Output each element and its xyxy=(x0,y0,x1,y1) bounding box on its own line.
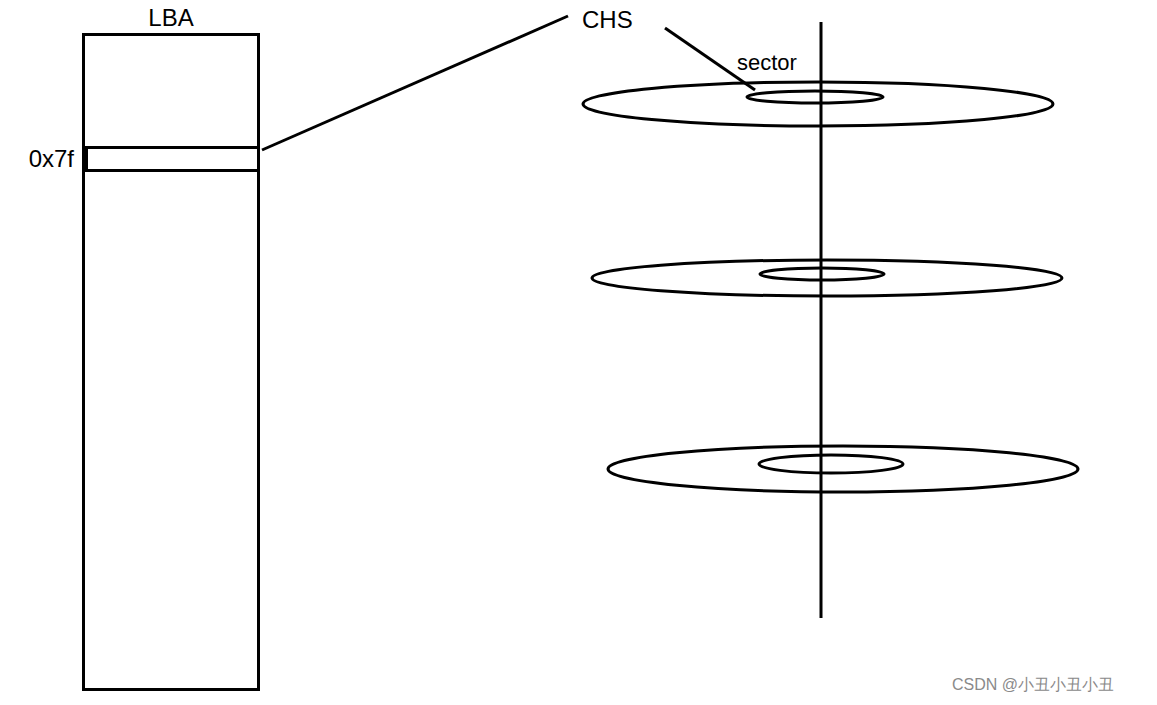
platter xyxy=(592,260,1062,296)
platter xyxy=(583,82,1053,126)
leader-line xyxy=(262,16,568,150)
sector-slot: 0x7f xyxy=(85,146,260,172)
sector-label: sector xyxy=(737,51,797,75)
column-heading: LBA xyxy=(85,5,257,31)
watermark: CSDN @小丑小丑小丑 xyxy=(952,676,1114,694)
track-ring xyxy=(759,455,903,473)
track-ring xyxy=(760,268,884,280)
spindle-axis xyxy=(820,22,823,618)
track-ring xyxy=(747,91,883,103)
platter xyxy=(608,446,1078,492)
address-label: 0x7f xyxy=(29,146,74,172)
chs-label: CHS xyxy=(582,7,633,33)
lba-column: LBA0x7f xyxy=(82,33,260,691)
